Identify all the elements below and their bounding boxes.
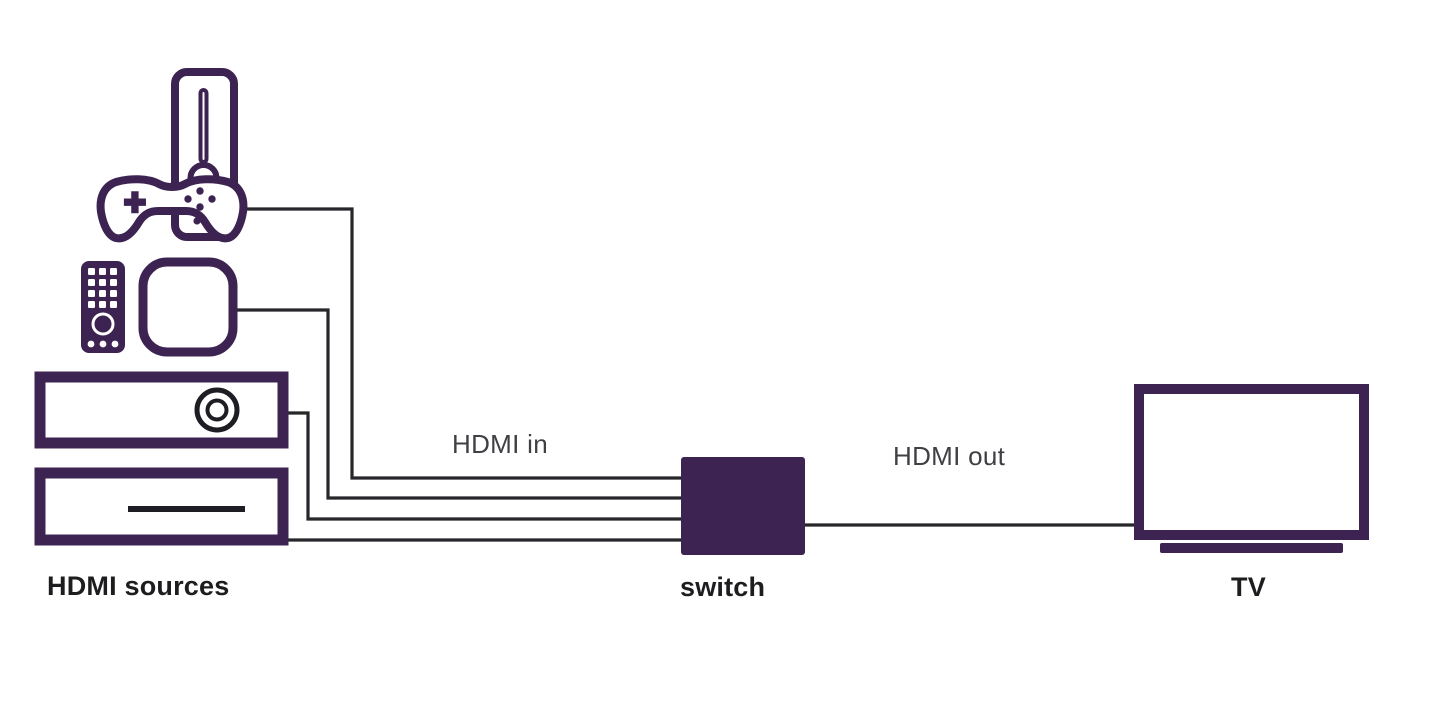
cable-streaming-box (231, 308, 683, 500)
label-hdmi-sources: HDMI sources (47, 571, 230, 601)
hdmi-switch-box (681, 457, 805, 555)
label-switch: switch (680, 572, 766, 602)
label-tv: TV (1231, 572, 1266, 602)
label-hdmi-out: HDMI out (893, 441, 1006, 471)
cable-group (230, 207, 1143, 542)
tv-icon (1134, 384, 1369, 553)
game-controller-icon (96, 175, 248, 243)
disc-player-icon (34, 371, 289, 449)
set-top-box-icon (34, 467, 289, 546)
cable-game-console (230, 207, 683, 480)
cable-disc-player (281, 411, 683, 521)
streaming-box-icon (138, 257, 238, 357)
label-hdmi-in: HDMI in (452, 429, 548, 459)
remote-control-icon (81, 261, 125, 353)
